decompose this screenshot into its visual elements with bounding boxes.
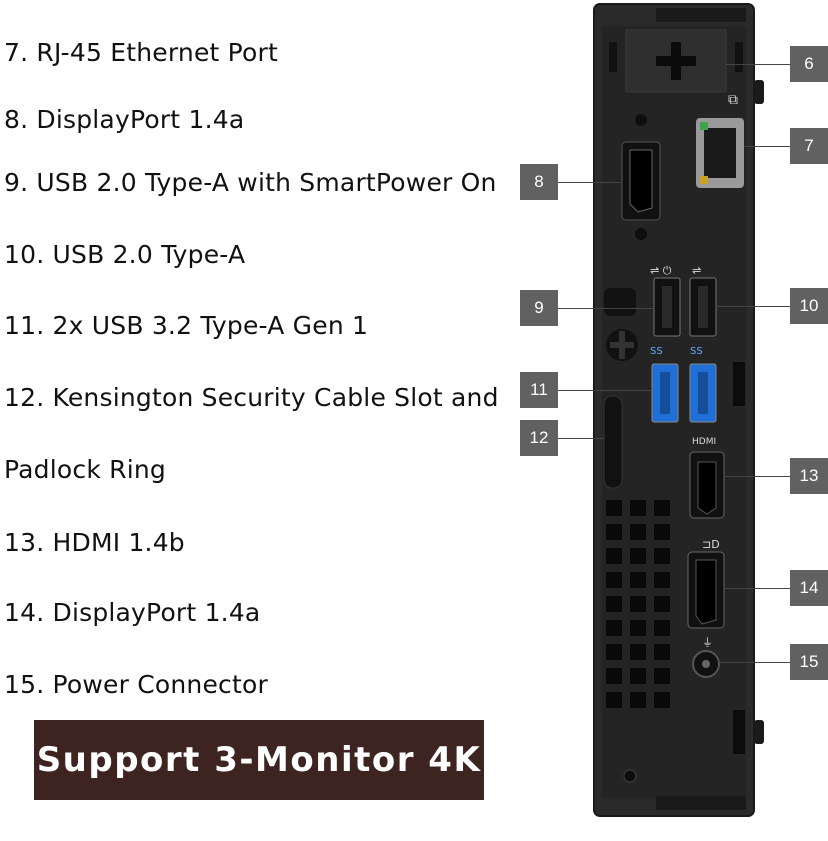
side-knob-top <box>754 80 764 104</box>
callout-line-9 <box>558 308 654 309</box>
vent-hole <box>654 548 670 564</box>
bottom-screw <box>623 769 637 783</box>
callout-line-11 <box>558 390 652 391</box>
ethernet-jack <box>704 128 736 178</box>
callout-line-8 <box>558 182 622 183</box>
thumbscrew-bar-v <box>671 42 681 80</box>
port-item-13: 13. HDMI 1.4b <box>4 528 185 557</box>
vent-hole <box>654 668 670 684</box>
network-icon: ⧉ <box>728 92 738 108</box>
vent-hole <box>654 620 670 636</box>
vent-hole <box>654 500 670 516</box>
vent-hole <box>654 524 670 540</box>
padlock-ring-top <box>604 288 636 316</box>
callout-12: 12 <box>520 420 558 456</box>
support-banner: Support 3-Monitor 4K <box>34 720 484 800</box>
callout-line-12 <box>558 438 604 439</box>
top-tab <box>656 8 746 22</box>
dp-screw-top <box>635 114 647 126</box>
port-item-11: 11. 2x USB 3.2 Type-A Gen 1 <box>4 311 369 340</box>
ethernet-led-amber <box>700 176 708 184</box>
vent-hole <box>654 692 670 708</box>
kensington-slot <box>733 362 745 406</box>
ss-icon-right: SS <box>690 346 703 357</box>
vent-hole <box>606 500 622 516</box>
dp-screw-bottom <box>635 228 647 240</box>
port-list: 7. RJ-45 Ethernet Port 8. DisplayPort 1.… <box>4 38 499 699</box>
callout-8: 8 <box>520 164 558 200</box>
vent-hole <box>606 596 622 612</box>
support-banner-text: Support 3-Monitor 4K <box>36 740 482 780</box>
bottom-slot <box>733 710 745 754</box>
bottom-tab <box>656 796 746 810</box>
vent-hole <box>630 524 646 540</box>
vent-hole <box>606 692 622 708</box>
hdmi-label: HDMI <box>692 437 716 447</box>
vent-hole <box>630 620 646 636</box>
callout-13: 13 <box>790 458 828 494</box>
callout-14: 14 <box>790 570 828 606</box>
vent-hole <box>630 500 646 516</box>
vent-hole <box>630 668 646 684</box>
callout-7: 7 <box>790 128 828 164</box>
padlock-ring-bar <box>603 395 623 489</box>
callout-line-14 <box>724 588 790 589</box>
vent-hole <box>606 620 622 636</box>
vent-hole <box>654 596 670 612</box>
vent-hole <box>606 668 622 684</box>
right-slot <box>735 42 743 72</box>
vent-hole <box>630 596 646 612</box>
ss-icon-left: SS <box>650 346 663 357</box>
side-knob-bottom <box>754 720 764 744</box>
port-item-9: 9. USB 2.0 Type-A with SmartPower On <box>4 168 497 197</box>
callout-line-6 <box>726 64 790 65</box>
port-item-15: 15. Power Connector <box>4 670 268 699</box>
callout-11: 11 <box>520 372 558 408</box>
vent-hole <box>630 644 646 660</box>
left-slot <box>609 42 617 72</box>
usb-icon: ⇌ <box>692 264 701 277</box>
callout-15: 15 <box>790 644 828 680</box>
port-item-7: 7. RJ-45 Ethernet Port <box>4 38 279 67</box>
vent-hole <box>654 572 670 588</box>
port-item-14: 14. DisplayPort 1.4a <box>4 598 261 627</box>
vent-hole <box>630 548 646 564</box>
usb-smartpower-icon: ⇌ ⏻ <box>650 264 672 277</box>
vent-hole <box>630 692 646 708</box>
callout-line-7 <box>744 146 790 147</box>
vent-hole <box>654 644 670 660</box>
vent-grid <box>606 500 670 708</box>
callout-10: 10 <box>790 288 828 324</box>
vent-hole <box>606 548 622 564</box>
vent-hole <box>606 644 622 660</box>
callout-line-13 <box>724 476 790 477</box>
port-item-12: 12. Kensington Security Cable Slot and <box>4 383 499 412</box>
vent-hole <box>606 524 622 540</box>
callout-line-15 <box>720 662 790 663</box>
power-plug-icon: ⏚ <box>702 636 713 649</box>
vent-hole <box>630 572 646 588</box>
port-item-8: 8. DisplayPort 1.4a <box>4 105 245 134</box>
callout-line-10 <box>716 306 790 307</box>
port-item-12-cont: Padlock Ring <box>4 455 166 484</box>
dp-icon: ⊐D <box>702 538 720 551</box>
callout-9: 9 <box>520 290 558 326</box>
ethernet-led-green <box>700 122 708 130</box>
port-item-10: 10. USB 2.0 Type-A <box>4 240 246 269</box>
vent-hole <box>606 572 622 588</box>
callout-6: 6 <box>790 46 828 82</box>
